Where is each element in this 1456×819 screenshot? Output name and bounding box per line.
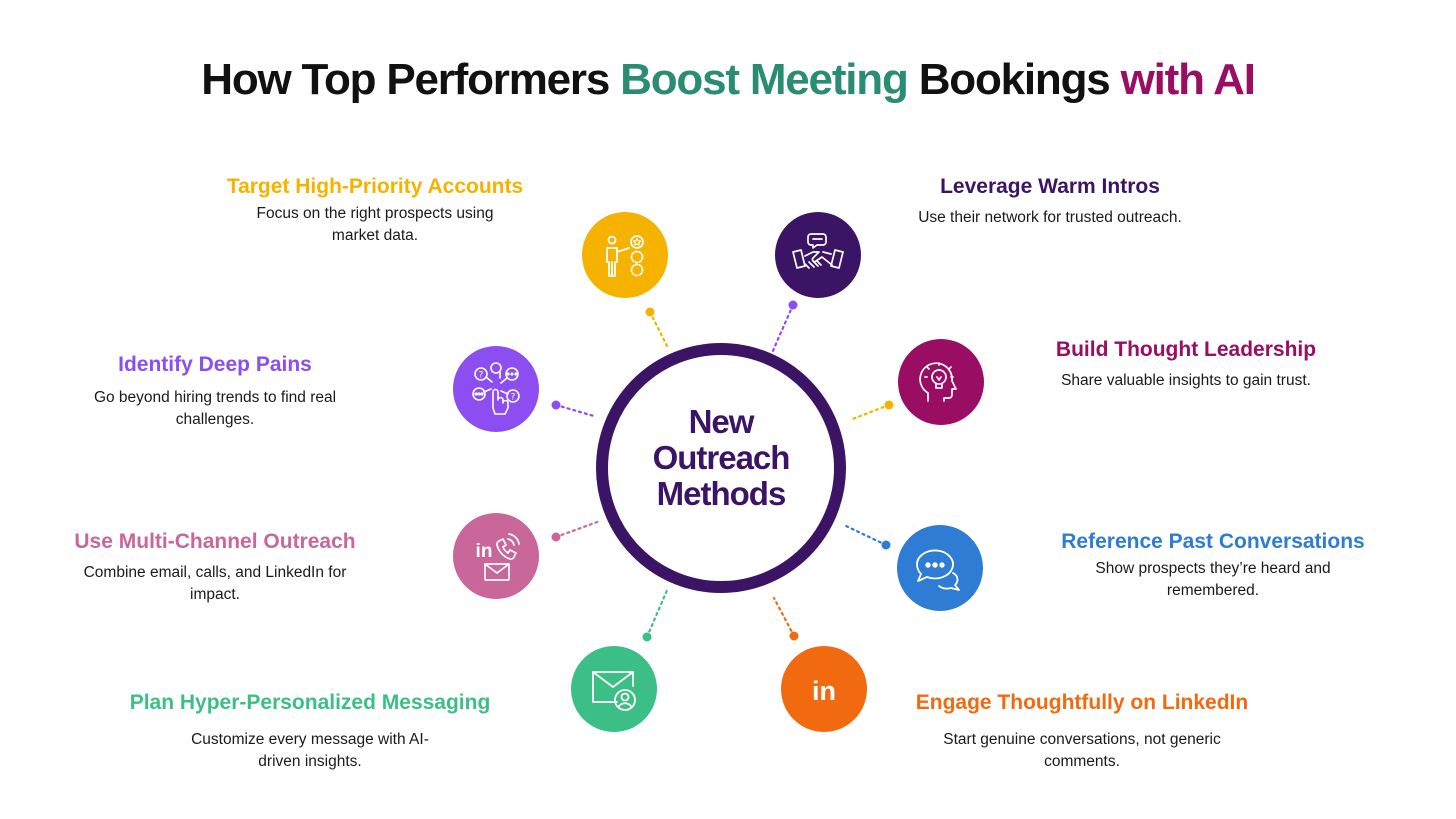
node-multi: Use Multi-Channel Outreach Combine email… [40,528,390,606]
node-engage-desc-line-2: comments. [1044,753,1120,770]
node-multi-desc-line-1: Combine email, calls, and LinkedIn for [83,564,347,581]
chat-bubbles-icon [897,525,983,611]
node-target-desc-line-1: Focus on the right prospects using [256,205,494,222]
presenter-stars-icon [582,212,668,298]
connector-plan [645,586,670,639]
title-part-3: Bookings [907,55,1121,104]
head-lightbulb-icon [898,339,984,425]
node-warm-desc: Use their network for trusted outreach. [918,209,1182,226]
title-part-2: Boost Meeting [620,55,909,104]
connector-target [648,310,670,350]
title-part-4: with AI [1120,55,1256,104]
connector-past [844,524,888,547]
node-target-desc: Focus on the right prospects using marke… [185,203,565,247]
question-network-icon: ? ? [453,346,539,432]
node-plan: Plan Hyper-Personalized Messaging Custom… [95,689,525,773]
title-part-1: How Top Performers [201,55,621,104]
node-thought-heading: Build Thought Leadership [1055,338,1317,361]
connector-thought [848,403,891,422]
connector-dots [551,300,894,642]
node-past-heading: Reference Past Conversations [1061,530,1365,553]
engage-in-glyph: in [812,676,836,706]
node-warm: Leverage Warm Intros Use their network f… [865,173,1235,229]
center-line-2: Outreach [652,439,791,476]
node-thought: Build Thought Leadership Share valuable … [1011,336,1361,392]
node-past-desc-line-1: Show prospects they’re heard and [1095,560,1331,577]
node-past: Reference Past Conversations Show prospe… [1018,528,1408,602]
node-pains-desc: Go beyond hiring trends to find real cha… [50,387,380,431]
page-title: How Top Performers Boost Meeting Booking… [0,52,1456,108]
node-plan-heading: Plan Hyper-Personalized Messaging [129,691,491,714]
node-engage-desc: Start genuine conversations, not generic… [882,729,1282,773]
linkedin-icon: in [781,646,867,732]
node-pains-desc-line-1: Go beyond hiring trends to find real [93,389,337,406]
connector-multi [554,519,602,539]
node-target: Target High-Priority Accounts Focus on t… [185,173,565,247]
node-target-desc-line-2: market data. [331,227,419,244]
connector-warm [770,303,795,355]
node-pains-heading: Identify Deep Pains [118,353,312,376]
node-past-desc: Show prospects they’re heard and remembe… [1018,558,1408,602]
node-thought-desc: Share valuable insights to gain trust. [1061,372,1311,389]
center-label: New Outreach Methods [596,404,846,512]
node-past-desc-line-2: remembered. [1166,582,1260,599]
connector-pains [554,403,596,418]
multi-in-glyph: in [476,541,493,562]
node-multi-desc-line-2: impact. [190,586,240,603]
svg-text:?: ? [511,393,516,403]
node-multi-heading: Use Multi-Channel Outreach [74,530,356,553]
node-plan-desc: Customize every message with AI- driven … [95,729,525,773]
node-target-heading: Target High-Priority Accounts [226,175,524,198]
linkedin-phone-mail-icon: in [453,513,539,599]
node-pains-desc-line-2: challenges. [175,411,255,428]
svg-text:?: ? [479,371,484,381]
node-engage-desc-line-1: Start genuine conversations, not generic [943,731,1221,748]
center-line-1: New [688,403,755,440]
node-engage: Engage Thoughtfully on LinkedIn Start ge… [882,689,1282,773]
node-plan-desc-line-1: Customize every message with AI- [191,731,429,748]
center-line-3: Methods [656,475,787,512]
node-multi-desc: Combine email, calls, and LinkedIn for i… [40,562,390,606]
node-warm-heading: Leverage Warm Intros [940,175,1160,198]
mail-user-icon [571,646,657,732]
handshake-icon [775,212,861,298]
connector-engage [772,596,796,638]
node-engage-heading: Engage Thoughtfully on LinkedIn [915,691,1249,714]
node-plan-desc-line-2: driven insights. [258,753,362,770]
node-pains: Identify Deep Pains Go beyond hiring tre… [50,351,380,431]
